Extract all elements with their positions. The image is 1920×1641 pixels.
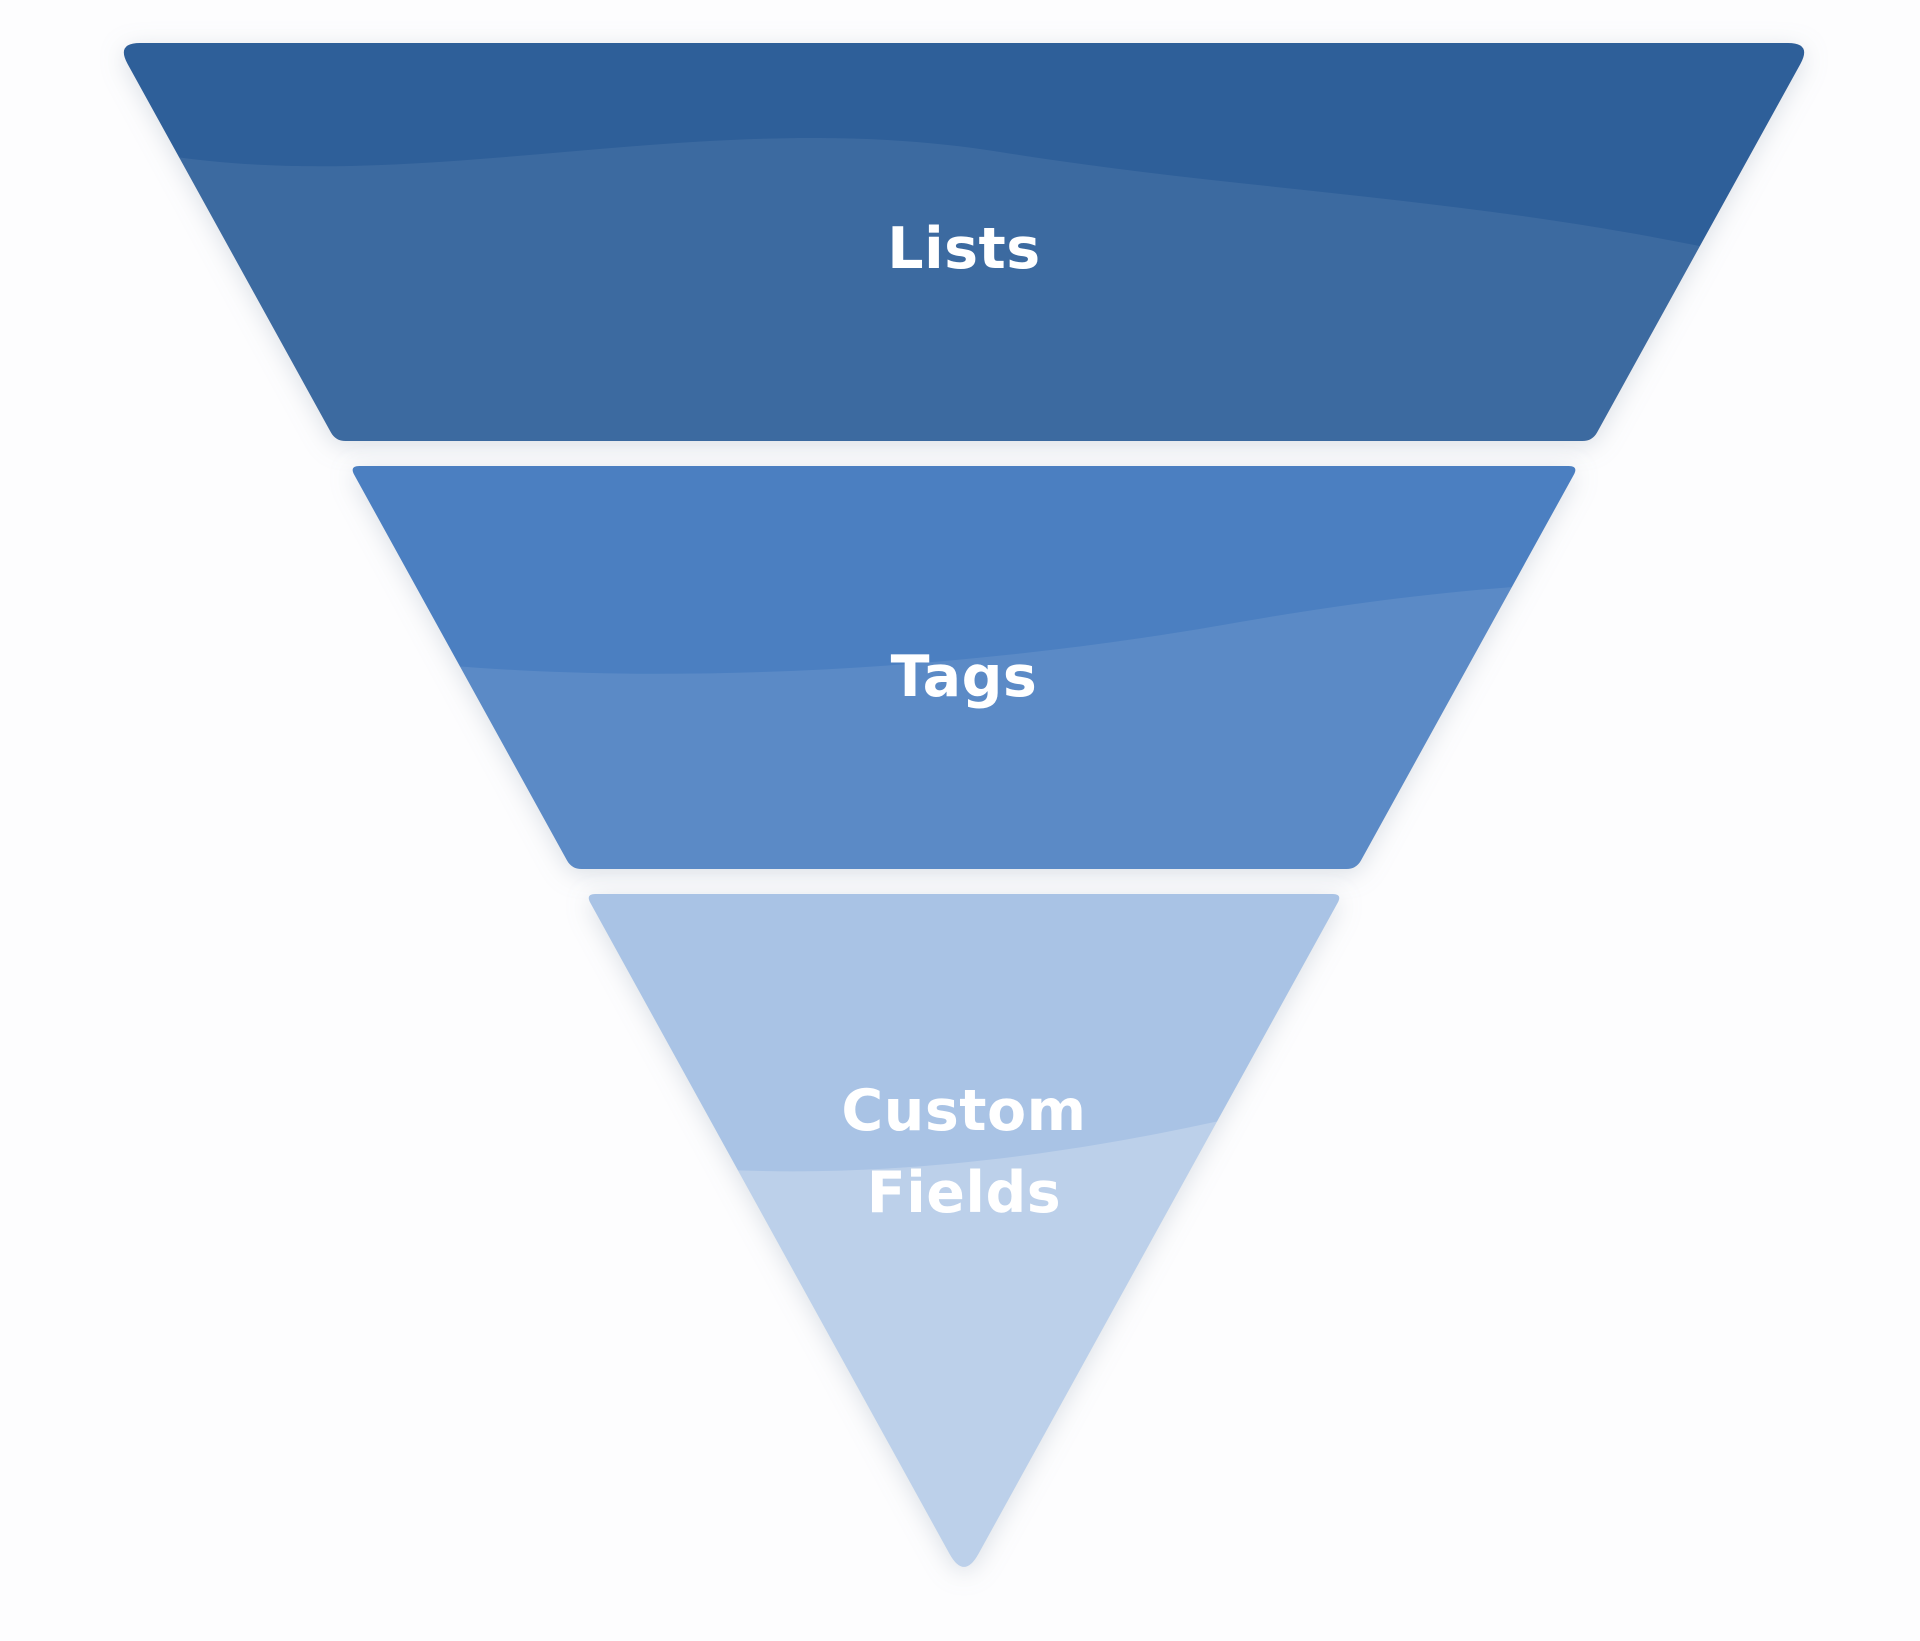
stage-lists-wave [123,137,1805,441]
stage-custom-fields-shape [588,894,1340,1567]
funnel-stage-lists: Lists [123,43,1805,441]
stage-lists-shape [123,43,1805,441]
stage-tags-wave [352,582,1576,869]
stage-custom-fields-label-line1: Custom [841,1078,1086,1144]
stage-custom-fields-label-line2: Fields [867,1160,1061,1226]
stage-tags-shape [352,466,1576,869]
stage-lists-label: Lists [887,216,1040,282]
funnel-stage-tags: Tags [352,466,1576,869]
stage-tags-label: Tags [891,644,1038,710]
